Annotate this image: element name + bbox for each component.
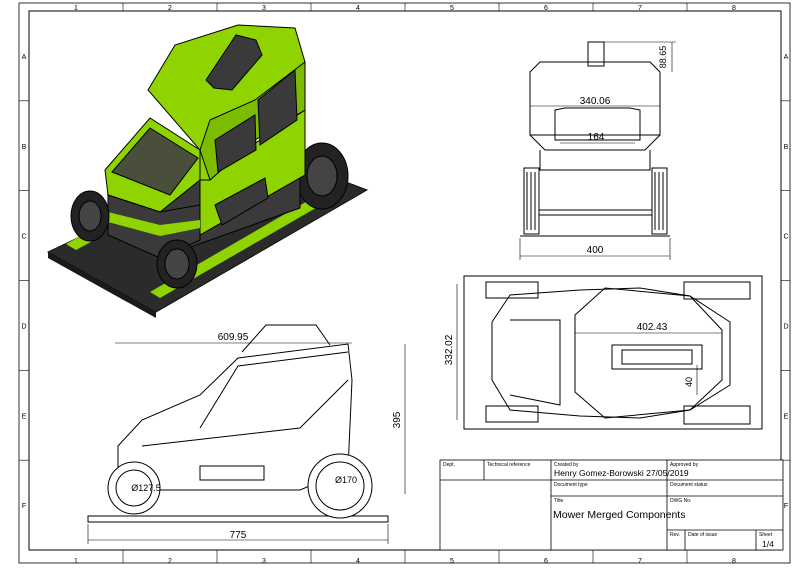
tb-title-value: Mower Merged Components	[553, 509, 685, 521]
zone-row-left-F: F	[22, 503, 26, 510]
plan-hood	[509, 319, 561, 406]
plan-view-dims	[456, 284, 722, 420]
front-view-dims	[519, 41, 676, 260]
plan-slot-inner	[621, 349, 693, 365]
hopper-window	[214, 114, 257, 173]
zone-row-left-D: D	[21, 323, 26, 330]
zone-col-top-4: 4	[356, 5, 360, 12]
hopper-window	[257, 68, 298, 146]
dim-front-wheel: Ø127.5	[131, 483, 161, 493]
zone-row-right-F: F	[784, 503, 788, 510]
tb-sheet-value: 1/4	[762, 539, 774, 549]
dim-plan-width: 332.02	[444, 334, 455, 365]
zone-col-top-7: 7	[638, 5, 642, 12]
zone-col-bottom-6: 6	[544, 558, 548, 565]
side-view	[87, 324, 389, 523]
dim-side-height: 395	[392, 411, 403, 428]
front-handle	[587, 41, 605, 67]
tb-document-status-label: Document status	[670, 482, 708, 488]
tb-document-type-label: Document type	[554, 482, 588, 488]
zone-row-right-D: D	[783, 323, 788, 330]
zone-col-bottom-3: 3	[262, 558, 266, 565]
side-vent	[214, 177, 269, 226]
zone-col-bottom-7: 7	[638, 558, 642, 565]
tb-title-label: Title	[554, 498, 563, 504]
zone-row-left-E: E	[22, 413, 27, 420]
zone-col-bottom-5: 5	[450, 558, 454, 565]
zone-col-top-1: 1	[74, 5, 78, 12]
plan-hopper	[574, 287, 723, 419]
plan-wheel	[683, 281, 751, 300]
zone-col-bottom-2: 2	[168, 558, 172, 565]
windshield	[111, 127, 199, 196]
tb-dwg-no-label: DWG No.	[670, 498, 691, 504]
side-view-dims	[87, 342, 406, 544]
plan-slot	[611, 344, 703, 370]
wheel-hub	[78, 200, 102, 232]
front-chassis	[539, 150, 651, 171]
tb-created-by-value: Henry Gomez-Borowski 27/05/2019	[554, 468, 689, 478]
zone-col-top-5: 5	[450, 5, 454, 12]
dim-side-length: 775	[230, 530, 247, 541]
dim-top-inner: 164	[588, 132, 605, 143]
outer-border	[18, 2, 791, 564]
plan-view	[463, 275, 763, 430]
zone-col-top-3: 3	[262, 5, 266, 12]
plan-wheel	[485, 405, 539, 423]
tb-approved-by-label: Approved by	[670, 462, 699, 468]
tb-created-by-label: Created by	[554, 462, 579, 468]
zone-col-top-6: 6	[544, 5, 548, 12]
zone-row-right-E: E	[784, 413, 789, 420]
zone-col-bottom-1: 1	[74, 558, 78, 565]
plan-wheel	[485, 281, 539, 299]
plate-strip	[150, 188, 340, 298]
zone-col-top-2: 2	[168, 5, 172, 12]
side-hopper-line	[199, 351, 349, 429]
side-vent	[199, 465, 265, 481]
side-base	[87, 515, 389, 523]
zone-row-right-B: B	[784, 144, 789, 151]
title-block-frame	[439, 459, 784, 551]
front-view	[520, 41, 670, 237]
dim-handle-height: 88.65	[658, 46, 668, 69]
dim-side-top: 609.95	[218, 332, 249, 343]
bumper-stripe	[108, 212, 200, 236]
side-rear-wheel	[307, 453, 373, 519]
handle	[205, 34, 263, 91]
plan-frame	[463, 275, 763, 430]
isometric-view	[46, 24, 369, 318]
dim-plan-length: 402.43	[637, 322, 668, 333]
tb-rev-label: Rev.	[670, 532, 680, 538]
side-front-wheel-hub	[115, 469, 153, 507]
dim-front-width: 400	[587, 245, 604, 256]
base-plate-edge	[48, 252, 156, 318]
zone-row-right-C: C	[783, 234, 788, 241]
tb-sheet-label: Sheet	[759, 532, 773, 538]
wheel-hub	[164, 248, 190, 280]
zone-row-left-C: C	[21, 234, 26, 241]
zone-col-bottom-8: 8	[732, 558, 736, 565]
zone-col-bottom-4: 4	[356, 558, 360, 565]
dim-plan-small: 40	[684, 377, 694, 387]
plan-wheel	[683, 405, 751, 425]
zone-row-right-A: A	[784, 54, 789, 61]
front-lower	[529, 134, 661, 151]
dim-top-width: 340.06	[580, 96, 611, 107]
zone-row-left-A: A	[22, 54, 27, 61]
zone-row-left-B: B	[22, 144, 27, 151]
tb-dept-label: Dept.	[443, 462, 455, 468]
title-block	[439, 459, 784, 551]
zone-col-top-8: 8	[732, 5, 736, 12]
dim-rear-wheel: Ø170	[335, 475, 357, 485]
wheel-hub	[306, 155, 338, 197]
tb-date-of-issue-label: Date of issue	[688, 532, 717, 538]
front-hopper-inner	[554, 107, 641, 141]
tb-techref-label: Technical reference	[487, 462, 531, 468]
side-belt-line	[141, 379, 349, 447]
side-handle	[241, 324, 331, 353]
side-rear-wheel-hub	[315, 461, 365, 511]
